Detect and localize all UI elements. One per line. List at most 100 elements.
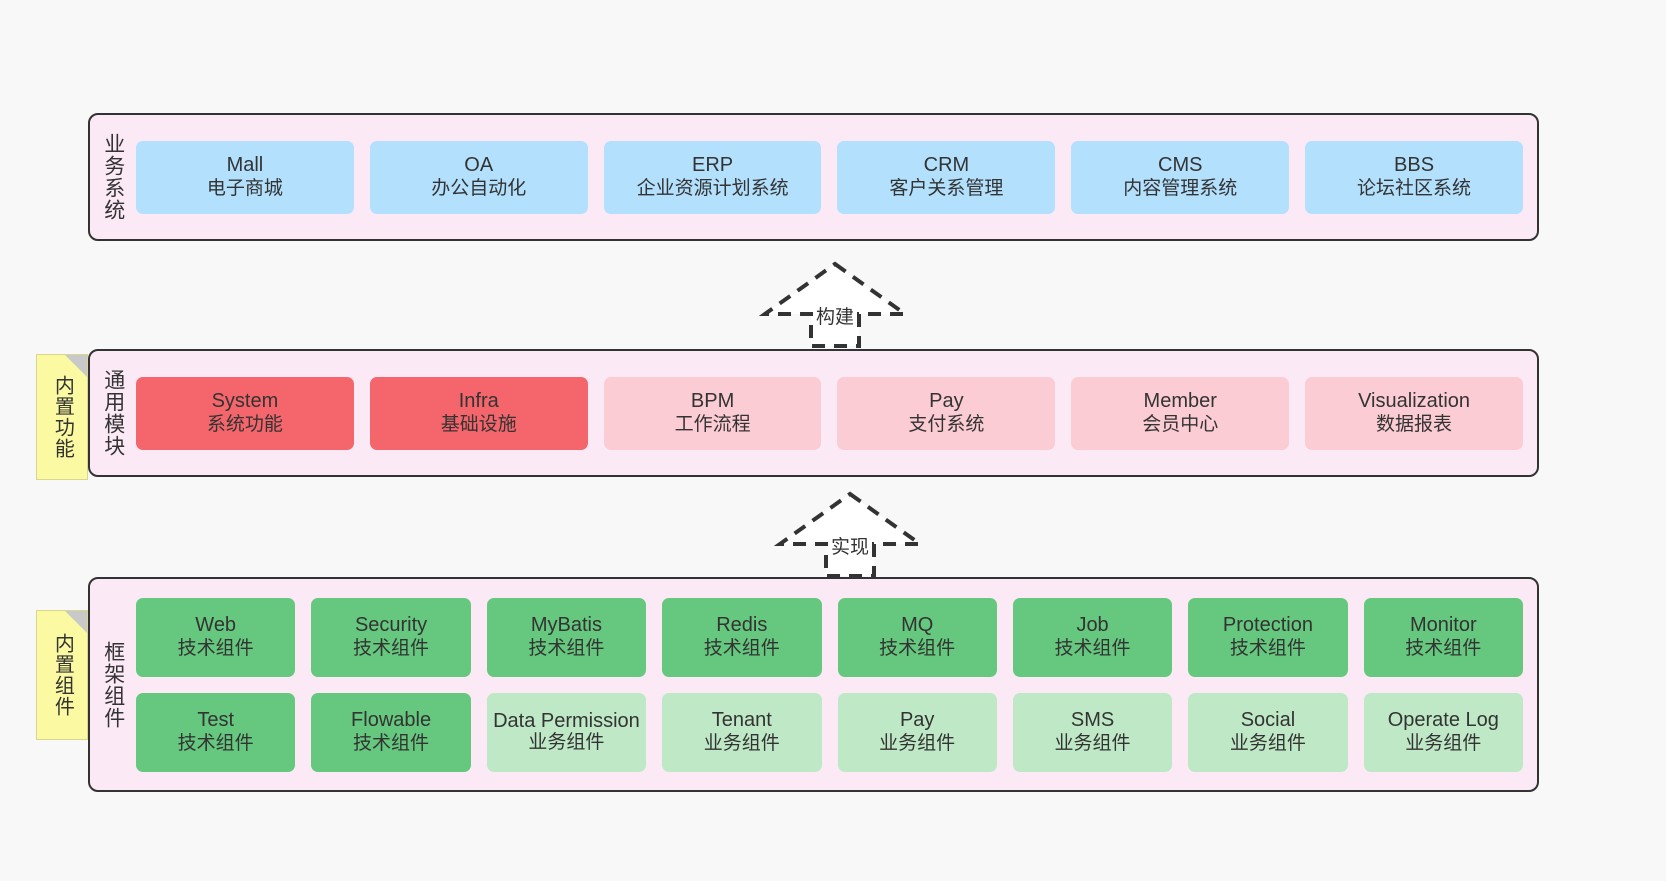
card-pay[interactable]: Pay 支付系统 xyxy=(837,376,1056,450)
card-row: Web 技术组件 Security 技术组件 MyBatis 技术组件 Redi… xyxy=(136,597,1523,677)
card-flowable[interactable]: Flowable 技术组件 xyxy=(311,692,471,772)
card-title: BBS xyxy=(1394,154,1435,176)
layer-body-business-systems: Mall 电子商城 OA 办公自动化 ERP 企业资源计划系统 CRM 客户关系… xyxy=(136,115,1537,239)
arrow-build: 构建 xyxy=(755,258,915,350)
note-label: 内置功能 xyxy=(51,375,74,459)
layer-title-business-systems: 业务系统 xyxy=(101,133,125,221)
card-row: System 系统功能 Infra 基础设施 BPM 工作流程 Pay 支付系统… xyxy=(136,376,1523,450)
card-title: Test xyxy=(197,709,235,731)
card-title: Protection xyxy=(1222,614,1313,636)
card-operate-log[interactable]: Operate Log 业务组件 xyxy=(1363,692,1523,772)
layer-title-common-modules: 通用模块 xyxy=(101,369,125,457)
card-subtitle: 技术组件 xyxy=(703,637,780,659)
card-subtitle: 技术组件 xyxy=(1405,637,1482,659)
card-subtitle: 技术组件 xyxy=(879,637,956,659)
card-subtitle: 企业资源计划系统 xyxy=(636,177,789,199)
card-title: MQ xyxy=(901,614,934,636)
layer-common-modules: 通用模块 System 系统功能 Infra 基础设施 BPM 工作流程 Pay… xyxy=(88,349,1539,477)
card-subtitle: 数据报表 xyxy=(1376,413,1453,435)
card-title: Monitor xyxy=(1409,614,1477,636)
card-subtitle: 业务组件 xyxy=(1229,732,1306,754)
card-pay-business[interactable]: Pay 业务组件 xyxy=(837,692,997,772)
card-erp[interactable]: ERP 企业资源计划系统 xyxy=(603,140,822,214)
card-cms[interactable]: CMS 内容管理系统 xyxy=(1071,140,1290,214)
card-mq[interactable]: MQ 技术组件 xyxy=(837,597,997,677)
card-test[interactable]: Test 技术组件 xyxy=(136,692,296,772)
card-title: SMS xyxy=(1070,709,1115,731)
card-subtitle: 工作流程 xyxy=(674,413,751,435)
card-subtitle: 办公自动化 xyxy=(431,177,527,199)
card-subtitle: 业务组件 xyxy=(1405,732,1482,754)
card-subtitle: 业务组件 xyxy=(528,731,605,753)
arrow-implement-label: 实现 xyxy=(830,537,869,558)
card-title: Web xyxy=(195,614,237,636)
card-title: ERP xyxy=(692,154,734,176)
card-web[interactable]: Web 技术组件 xyxy=(136,597,296,677)
card-title: Member xyxy=(1143,390,1217,412)
card-title: System xyxy=(211,390,279,412)
layer-body-framework-components: Web 技术组件 Security 技术组件 MyBatis 技术组件 Redi… xyxy=(136,579,1537,790)
card-redis[interactable]: Redis 技术组件 xyxy=(662,597,822,677)
card-title: Pay xyxy=(929,390,964,412)
card-subtitle: 技术组件 xyxy=(353,732,430,754)
card-system[interactable]: System 系统功能 xyxy=(136,376,354,450)
card-title: Operate Log xyxy=(1387,709,1499,731)
card-title: CMS xyxy=(1158,154,1203,176)
card-subtitle: 支付系统 xyxy=(908,413,985,435)
layer-business-systems: 业务系统 Mall 电子商城 OA 办公自动化 ERP 企业资源计划系统 CRM… xyxy=(88,113,1539,241)
card-title: BPM xyxy=(690,390,735,412)
card-title: Flowable xyxy=(351,709,432,731)
card-sms[interactable]: SMS 业务组件 xyxy=(1012,692,1173,772)
card-social[interactable]: Social 业务组件 xyxy=(1188,692,1348,772)
layer-body-common-modules: System 系统功能 Infra 基础设施 BPM 工作流程 Pay 支付系统… xyxy=(136,351,1537,475)
card-data-permission[interactable]: Data Permission 业务组件 xyxy=(486,692,647,772)
card-crm[interactable]: CRM 客户关系管理 xyxy=(837,140,1056,214)
card-title: Data Permission xyxy=(493,709,640,732)
card-subtitle: 技术组件 xyxy=(177,732,254,754)
card-title: Tenant xyxy=(711,709,772,731)
card-subtitle: 技术组件 xyxy=(353,637,430,659)
card-subtitle: 技术组件 xyxy=(1054,637,1131,659)
arrow-up-dashed-icon xyxy=(758,261,912,348)
arrow-implement: 实现 xyxy=(770,488,930,580)
card-bpm[interactable]: BPM 工作流程 xyxy=(603,376,822,450)
card-mybatis[interactable]: MyBatis 技术组件 xyxy=(486,597,647,677)
card-title: Job xyxy=(1076,614,1109,636)
card-tenant[interactable]: Tenant 业务组件 xyxy=(662,692,822,772)
card-job[interactable]: Job 技术组件 xyxy=(1012,597,1173,677)
card-title: Social xyxy=(1240,709,1296,731)
card-subtitle: 客户关系管理 xyxy=(889,177,1004,199)
card-visualization[interactable]: Visualization 数据报表 xyxy=(1305,376,1523,450)
card-title: Pay xyxy=(899,709,935,731)
card-title: Security xyxy=(354,614,428,636)
card-subtitle: 技术组件 xyxy=(177,637,254,659)
card-row: Mall 电子商城 OA 办公自动化 ERP 企业资源计划系统 CRM 客户关系… xyxy=(136,140,1523,214)
card-subtitle: 技术组件 xyxy=(1229,637,1306,659)
card-subtitle: 业务组件 xyxy=(1054,732,1131,754)
note-label: 内置组件 xyxy=(51,633,74,717)
card-subtitle: 业务组件 xyxy=(703,732,780,754)
arrow-build-label: 构建 xyxy=(815,307,854,328)
layer-title-framework-components: 框架组件 xyxy=(101,640,125,729)
card-protection[interactable]: Protection 技术组件 xyxy=(1188,597,1348,677)
card-oa[interactable]: OA 办公自动化 xyxy=(369,140,588,214)
card-subtitle: 电子商城 xyxy=(206,177,283,199)
note-builtin-functions: 内置功能 xyxy=(36,354,88,480)
card-member[interactable]: Member 会员中心 xyxy=(1071,376,1290,450)
note-builtin-components: 内置组件 xyxy=(36,610,88,740)
card-monitor[interactable]: Monitor 技术组件 xyxy=(1363,597,1523,677)
card-title: Visualization xyxy=(1358,390,1471,412)
card-subtitle: 基础设施 xyxy=(440,413,517,435)
card-subtitle: 技术组件 xyxy=(528,637,605,659)
card-title: CRM xyxy=(923,154,970,176)
card-subtitle: 会员中心 xyxy=(1142,413,1219,435)
page-fold-icon xyxy=(65,611,87,633)
card-security[interactable]: Security 技术组件 xyxy=(311,597,471,677)
card-title: Mall xyxy=(226,154,264,176)
card-title: MyBatis xyxy=(530,614,602,636)
card-subtitle: 内容管理系统 xyxy=(1123,177,1238,199)
card-infra[interactable]: Infra 基础设施 xyxy=(369,376,588,450)
card-bbs[interactable]: BBS 论坛社区系统 xyxy=(1305,140,1523,214)
card-mall[interactable]: Mall 电子商城 xyxy=(136,140,354,214)
